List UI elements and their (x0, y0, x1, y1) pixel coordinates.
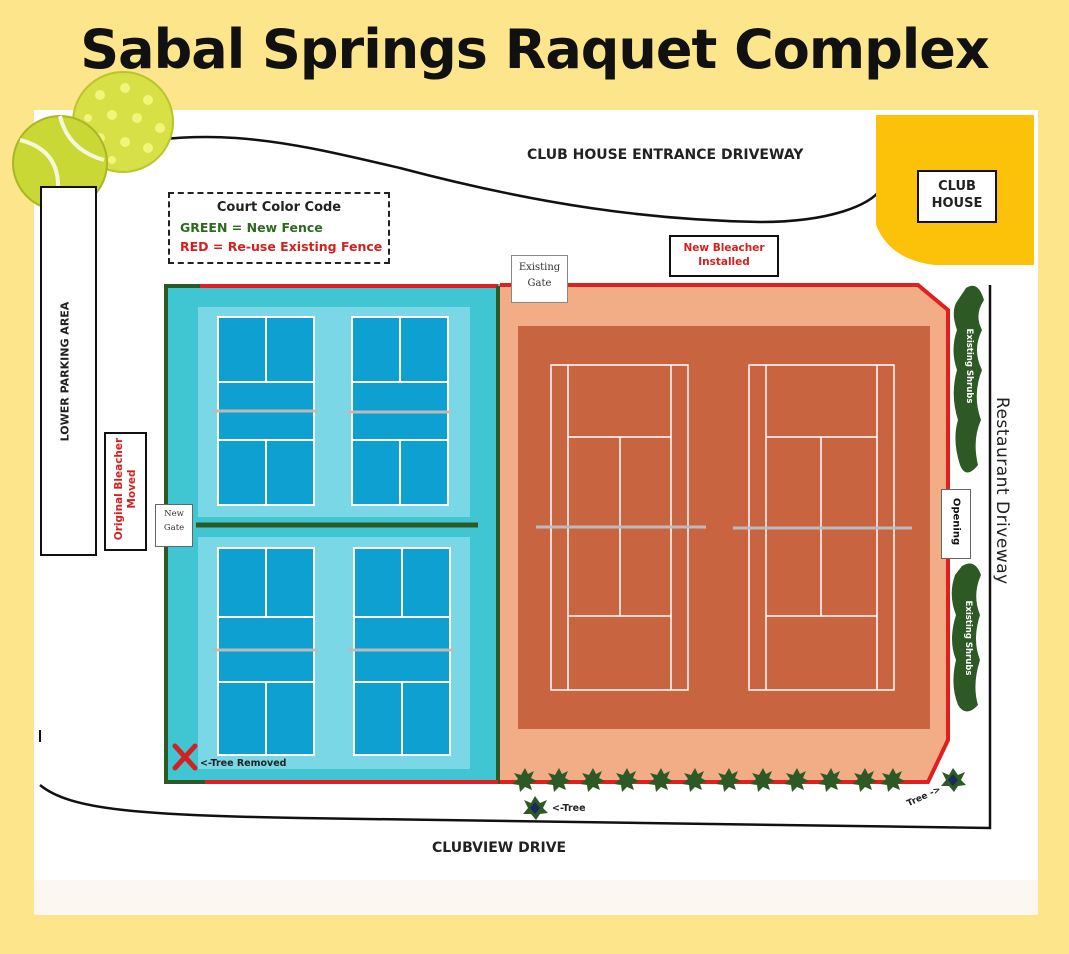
existing-gate-line2: Gate (527, 278, 552, 289)
existing-shrubs-bottom-label: Existing Shrubs (963, 600, 973, 676)
clubhouse-driveway-line (69, 135, 882, 224)
tree-removed-mark (172, 743, 198, 771)
tree-symbol-right (941, 768, 966, 792)
original-bleacher-box (104, 432, 147, 551)
opening-box (941, 489, 971, 559)
legend-heading: Court Color Code (216, 200, 342, 215)
court-color-legend: Court Color Code GREEN = New Fence RED =… (168, 192, 390, 264)
existing-gate-box: Existing Gate (511, 255, 568, 303)
existing-gate-line1: Existing (518, 262, 561, 273)
shrubs-top (953, 285, 984, 473)
opening-label: Opening (950, 497, 962, 546)
tree-removed-label: <-Tree Removed (200, 758, 287, 769)
tree-row (512, 768, 905, 792)
clubhouse-label-box: CLUB HOUSE (917, 170, 997, 223)
new-gate-line2: Gate (163, 523, 185, 533)
clubhouse-label-line1: CLUB (938, 179, 976, 194)
shrubs-bottom (951, 563, 981, 712)
original-bleacher-text: Original Bleacher Moved (113, 437, 138, 541)
lower-parking-label: LOWER PARKING AREA (58, 301, 72, 442)
legend-green: GREEN = New Fence (180, 220, 323, 235)
new-gate-box: New Gate (155, 504, 193, 547)
original-bleacher-label: Original Bleacher Moved (113, 429, 139, 549)
new-bleacher-box: New Bleacher Installed (669, 235, 779, 277)
lower-parking-area-box (40, 186, 97, 556)
sheet-bottom-strip (34, 880, 1038, 915)
clubhouse-label-line2: HOUSE (931, 196, 983, 211)
tree-symbol-left (523, 796, 548, 820)
new-bleacher-line2: Installed (698, 256, 750, 268)
restaurant-driveway-label: Restaurant Driveway (992, 397, 1012, 585)
clubview-drive-line (39, 285, 992, 830)
existing-shrubs-top-label: Existing Shrubs (964, 328, 974, 404)
tree-left-label: <-Tree (552, 803, 586, 814)
legend-red: RED = Re-use Existing Fence (180, 239, 383, 254)
page-title: Sabal Springs Raquet Complex (80, 18, 989, 81)
new-bleacher-line1: New Bleacher (683, 242, 765, 254)
clubhouse-driveway-label: CLUB HOUSE ENTRANCE DRIVEWAY (527, 147, 804, 163)
clubview-drive-label: CLUBVIEW DRIVE (432, 840, 567, 856)
new-gate-line1: New (164, 509, 184, 519)
